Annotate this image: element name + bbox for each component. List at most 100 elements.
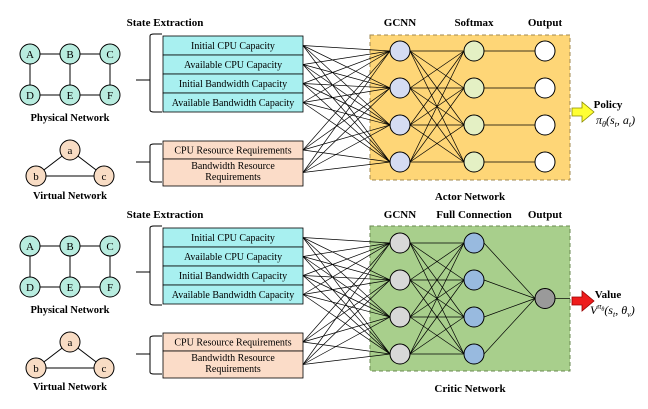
policy-title: Policy xyxy=(594,99,623,111)
virtual-node-label: a xyxy=(68,145,73,157)
input-connection xyxy=(302,64,391,126)
virtual-node-label: a xyxy=(68,337,73,349)
virtual-brace-critic xyxy=(136,335,162,375)
gcnn-node xyxy=(389,77,411,99)
output-node xyxy=(534,114,556,136)
input-connection xyxy=(302,87,391,173)
input-connection xyxy=(302,50,391,151)
output-node xyxy=(534,151,556,173)
physical-node xyxy=(19,235,41,257)
policy-arrow-icon xyxy=(571,101,595,123)
input-connection xyxy=(302,242,391,295)
virtual-node xyxy=(59,331,81,353)
physical-node xyxy=(99,276,121,298)
output-node xyxy=(534,40,556,62)
input-connection xyxy=(302,87,391,103)
virtual-network-label: Virtual Network xyxy=(33,191,107,202)
input-connection xyxy=(302,279,391,295)
critic-fullconn-title: Full Connection xyxy=(436,209,511,221)
physical-node-label: D xyxy=(26,90,34,102)
input-connection xyxy=(302,294,391,355)
input-connection xyxy=(302,87,391,151)
input-connection xyxy=(302,279,391,365)
hidden-node xyxy=(463,269,485,291)
physical-node xyxy=(59,235,81,257)
input-connection xyxy=(302,242,391,365)
hidden-connection xyxy=(409,242,465,318)
feature-label: CPU Resource Requirements xyxy=(174,146,291,157)
input-connection xyxy=(302,161,391,173)
hidden-connection xyxy=(409,50,465,163)
hidden-connection xyxy=(409,124,465,163)
input-connection xyxy=(302,242,391,257)
input-connection xyxy=(302,124,391,151)
input-connection xyxy=(302,275,391,318)
output-connection xyxy=(483,279,536,299)
input-connection xyxy=(302,45,391,89)
feature-label: Initial CPU Capacity xyxy=(191,41,275,52)
output-node xyxy=(534,77,556,99)
hidden-node xyxy=(463,343,485,365)
output-connection xyxy=(483,298,536,318)
input-connection xyxy=(302,83,391,89)
physical-node-label: B xyxy=(66,241,73,253)
physical-node xyxy=(59,84,81,106)
virtual-node xyxy=(93,357,115,379)
input-connection xyxy=(302,50,391,173)
critic-gcnn-title: GCNN xyxy=(384,209,416,221)
virtual-node-label: c xyxy=(102,363,107,375)
input-connection xyxy=(302,275,391,281)
physical-node-label: C xyxy=(106,241,113,253)
gcnn-node xyxy=(389,306,411,328)
input-connection xyxy=(302,50,391,84)
output-connection xyxy=(483,242,536,299)
hidden-node xyxy=(463,306,485,328)
physical-node xyxy=(19,276,41,298)
input-connection xyxy=(302,102,391,163)
feature-label: Initial Bandwidth Capacity xyxy=(179,79,287,90)
physical-node xyxy=(59,276,81,298)
physical-node xyxy=(99,43,121,65)
input-connection xyxy=(302,316,391,343)
feature-box xyxy=(162,158,304,187)
gcnn-node xyxy=(389,40,411,62)
hidden-connection xyxy=(409,242,465,355)
physical-node xyxy=(19,43,41,65)
actor-gcnn-title: GCNN xyxy=(384,17,416,29)
virtual-node xyxy=(25,357,47,379)
hidden-connection xyxy=(409,242,465,281)
physical-node xyxy=(99,235,121,257)
input-connection xyxy=(302,275,391,355)
hidden-node xyxy=(463,77,485,99)
feature-label: Available Bandwidth Capacity xyxy=(172,290,295,301)
input-connection xyxy=(302,237,391,355)
input-connection xyxy=(302,256,391,318)
input-connection xyxy=(302,45,391,52)
value-title: Value xyxy=(595,289,622,301)
input-connection xyxy=(302,237,391,318)
hidden-connection xyxy=(409,316,465,355)
physical-network-label: Physical Network xyxy=(30,113,109,124)
physical-node-label: E xyxy=(67,282,74,294)
input-connection xyxy=(302,45,391,126)
hidden-connection xyxy=(409,279,465,355)
input-connection xyxy=(302,64,391,163)
physical-node xyxy=(59,43,81,65)
feature-label: Available Bandwidth Capacity xyxy=(172,98,295,109)
gcnn-node xyxy=(389,269,411,291)
virtual-node xyxy=(93,165,115,187)
physical-node-label: A xyxy=(26,49,34,61)
physical-brace xyxy=(136,33,162,113)
hidden-connection xyxy=(409,50,465,89)
feature-label: Requirements xyxy=(205,364,261,375)
feature-label: Available CPU Capacity xyxy=(184,252,282,263)
actor-output-title: Output xyxy=(528,17,563,29)
gcnn-node xyxy=(389,114,411,136)
virtual-node xyxy=(25,165,47,187)
